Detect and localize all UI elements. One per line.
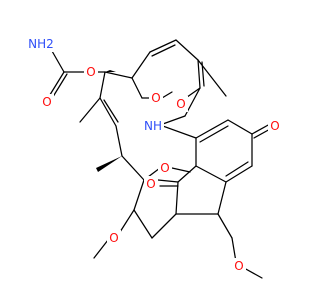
atom-o-methoxy-right: O — [234, 259, 243, 273]
atom-nh2: NH2 — [28, 37, 54, 51]
molecule-structure: NH2 O O O O NH O O O O O — [28, 36, 282, 279]
atom-o-carbamate-carbonyl: O — [42, 95, 51, 109]
atom-o-carbamate-ester: O — [86, 65, 95, 79]
atom-labels: NH2 O O O O NH O O O O O — [28, 36, 282, 274]
atom-o-quinone-bottom: O — [146, 177, 155, 191]
molecule-svg: NH2 O O O O NH O O O O O — [28, 36, 282, 279]
atom-o-methoxy-top: O — [151, 91, 160, 105]
bond-layer — [47, 39, 273, 279]
atom-o-methoxy-center: O — [160, 161, 169, 175]
atom-o-amide: O — [176, 97, 185, 111]
atom-nh-amide: NH — [144, 119, 162, 133]
atom-o-methoxy-left: O — [109, 231, 118, 245]
atom-o-quinone-right: O — [270, 119, 279, 133]
